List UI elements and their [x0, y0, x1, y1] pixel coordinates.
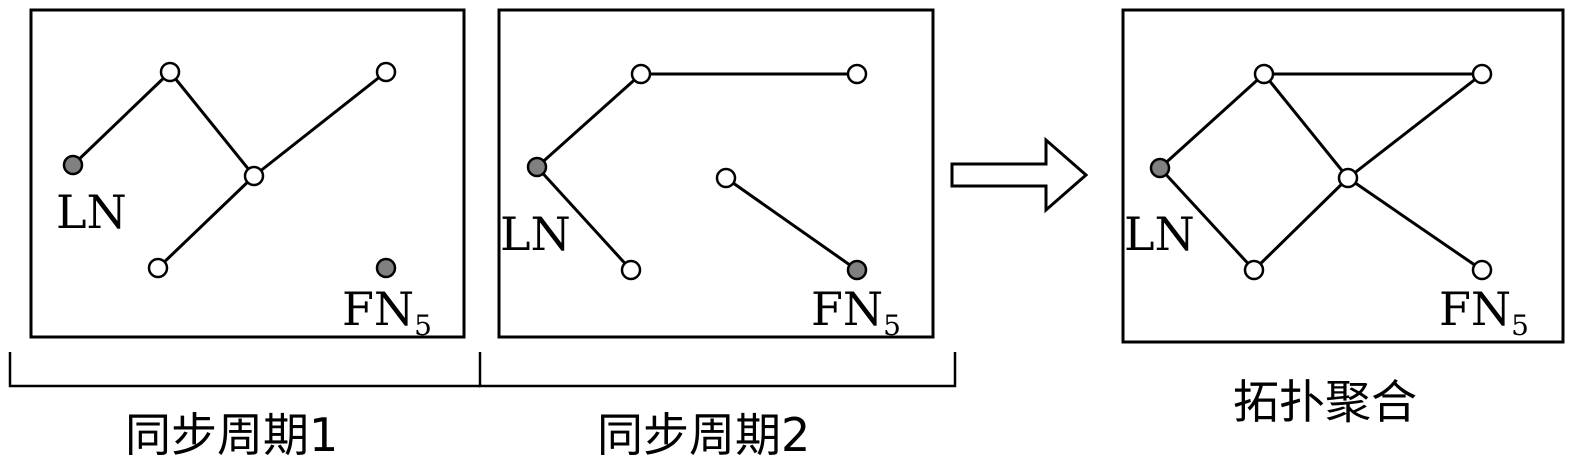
aggregation-caption: 拓扑聚合: [1233, 375, 1417, 429]
panel-2-nodes: [526, 63, 868, 281]
panel-2-frame: [497, 8, 935, 339]
period-2-bracket: [478, 352, 957, 388]
edge: [1158, 72, 1266, 170]
panel-1-edges: [71, 70, 387, 270]
node: [375, 61, 397, 83]
node: [243, 165, 265, 187]
aggregation-arrow-icon: [950, 136, 1089, 214]
leader-node-label: LN: [1124, 207, 1195, 261]
panel-period-2: LN FN5: [497, 8, 935, 342]
panel-3-edges: [1158, 72, 1483, 272]
leader-node: [1149, 157, 1171, 179]
edge: [71, 70, 172, 167]
panel-aggregated: LN FN5: [1121, 8, 1565, 344]
follower-node-label-prefix: FN: [811, 282, 883, 336]
edge: [168, 71, 256, 177]
edge: [1347, 72, 1483, 180]
edge: [253, 70, 387, 178]
panel-1-frame: [29, 8, 466, 339]
follower-node-label: FN5: [1439, 282, 1529, 342]
follower-node-label: FN5: [342, 282, 432, 342]
node: [1253, 63, 1275, 85]
edge: [1347, 176, 1483, 272]
edge: [156, 174, 256, 270]
follower-node-label-index: 5: [414, 309, 432, 342]
node: [715, 167, 737, 189]
follower-node-5: [846, 259, 868, 281]
leader-node-label: LN: [56, 185, 127, 239]
follower-node-label-index: 5: [1511, 309, 1529, 342]
edge: [1158, 166, 1256, 272]
leader-node-label: LN: [500, 207, 571, 261]
leader-node: [526, 156, 548, 178]
leader-node: [62, 154, 84, 176]
node: [630, 63, 652, 85]
node: [1337, 167, 1359, 189]
follower-node-label-prefix: FN: [1439, 282, 1511, 336]
node: [1243, 259, 1265, 281]
edge: [1262, 73, 1350, 179]
node: [159, 61, 181, 83]
period-brackets: [8, 352, 957, 388]
period-1-caption: 同步周期1: [125, 408, 338, 462]
follower-node-label-prefix: FN: [342, 282, 414, 336]
period-2-caption: 同步周期2: [597, 408, 810, 462]
edge: [1252, 176, 1350, 272]
period-1-bracket: [8, 352, 480, 388]
panel-period-1: LN FN5: [29, 8, 466, 342]
panel-1-nodes: [62, 61, 397, 279]
node: [1471, 63, 1493, 85]
edge: [725, 176, 858, 272]
node: [620, 259, 642, 281]
panel-3-frame: [1121, 8, 1565, 344]
follower-node-5: [1471, 259, 1493, 281]
node: [147, 257, 169, 279]
follower-node-label-index: 5: [883, 309, 901, 342]
edge: [535, 165, 633, 272]
edge: [536, 72, 642, 169]
node: [846, 63, 868, 85]
panel-3-nodes: [1149, 63, 1493, 281]
follower-node-5: [375, 257, 397, 279]
follower-node-label: FN5: [811, 282, 901, 342]
panel-2-edges: [535, 72, 858, 272]
